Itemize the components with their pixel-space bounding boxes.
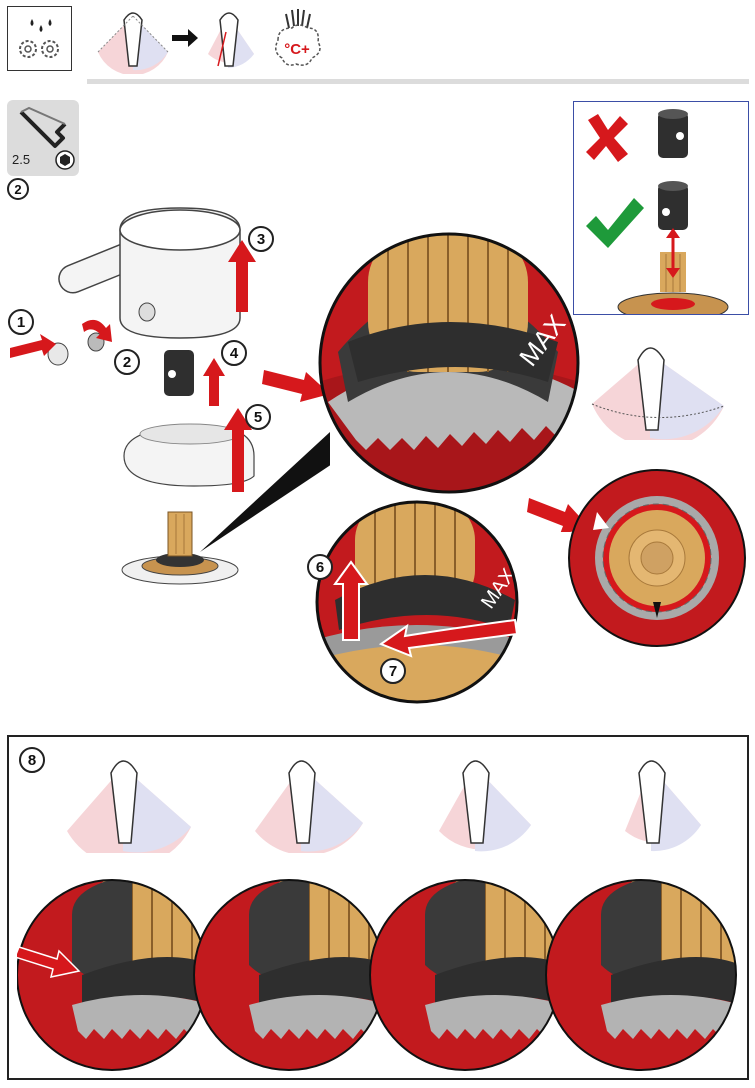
step-3-badge: 3 [248,226,274,252]
cover-escutcheon [123,423,255,487]
zoom-pointer-arrow [262,370,330,402]
lever-range-stage-2 [255,760,363,853]
lever-range-diagram-right [591,347,725,440]
cartridge-spindle [121,511,239,585]
step-5-badge: 5 [245,404,271,430]
hex-socket-icon [55,150,75,170]
insert-orientation-box [573,101,749,315]
lever-range-stage-3 [439,760,531,852]
step2-arrow [82,319,112,342]
lever-limited-position-icon [208,12,254,68]
wrong-cross-icon [586,114,628,162]
ring-adjust-sequence [17,879,737,1071]
insert-correct-orientation [617,181,729,314]
zoom-callout-wedge [200,432,330,552]
step-2-badge: 2 [114,349,140,375]
step-7-badge: 7 [380,658,406,684]
step4-arrow [203,358,225,406]
hex-key-size: 2.5 [12,152,31,167]
step7-rotate-arrow [378,618,519,658]
faucet-exploded-view [10,207,330,585]
zoom-detail-top-view [568,469,746,647]
water-gears-box [7,6,72,71]
step3-arrow [228,240,256,312]
step5-arrow [224,408,252,492]
hex-key-icon [19,106,67,148]
step-8-adjustment-panel: 8 [7,735,749,1080]
insert-adapter [164,350,194,396]
header-divider [87,79,749,84]
water-gears-icon [19,19,59,58]
cap-plug [47,332,105,366]
step-8-badge: 8 [19,747,45,773]
zoom-detail-max-ring: MAX [318,232,580,494]
step6-lift-arrow [333,560,369,641]
insert-wrong-orientation [658,109,688,158]
right-arrow-icon [172,29,198,47]
step-4-badge: 4 [221,340,247,366]
tool-quantity-badge: 2 [7,178,29,200]
zoom-detail-lift-rotate: MAX [315,500,519,704]
lever-range-stage-1 [67,760,191,853]
rotate-zoom-pointer-arrow [527,498,590,532]
temp-increase-label: °C+ [284,41,310,58]
step-6-badge: 6 [307,554,333,580]
temperature-increase-icon: °C+ [275,9,321,66]
hex-key-tool-box: 2.5 [7,100,79,176]
step1-arrow [10,334,56,358]
faucet-handle [58,207,241,339]
step8-pointer-arrow [17,946,81,978]
step-1-badge: 1 [8,309,34,335]
lever-hot-position-icon [97,12,169,74]
correct-check-icon [586,198,644,248]
lever-range-stage-4 [625,760,701,852]
